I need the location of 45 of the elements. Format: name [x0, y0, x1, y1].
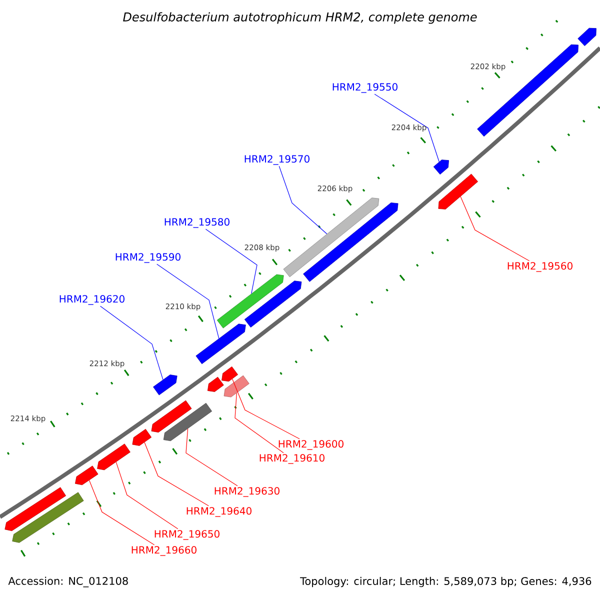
title: Desulfobacterium autotrophicum HRM2, complete genome [123, 12, 477, 24]
leader-line [232, 378, 300, 440]
gene-feature [224, 375, 250, 398]
gene-label: HRM2_19660 [132, 546, 196, 556]
gene-feature [222, 366, 238, 382]
gene-label: HRM2_19580 [164, 218, 230, 228]
leader-line [374, 94, 440, 162]
gene-feature [97, 444, 130, 470]
gene-feature [433, 160, 449, 175]
gene-label: HRM2_19640 [186, 507, 252, 517]
gene-feature [438, 174, 478, 210]
leader-line [156, 264, 220, 339]
gene-feature [153, 374, 178, 396]
gene-label: HRM2_19630 [214, 487, 280, 497]
leader-line [186, 428, 238, 486]
leader-line [100, 306, 164, 380]
footer-text: Topology: circular; Length: 5,589,073 bp; Genes: 4,936 [300, 576, 592, 588]
leader-line [460, 196, 530, 262]
leader-line [144, 442, 209, 506]
gene-feature [75, 466, 98, 486]
gene-label: HRM2_19610 [260, 454, 324, 464]
gene-feature [216, 274, 284, 328]
gene-label: HRM2_19590 [116, 253, 180, 263]
gene-feature [207, 376, 224, 392]
leader-line [278, 166, 328, 234]
leader-line [88, 480, 155, 546]
gene-feature [303, 202, 398, 282]
gene-feature [4, 487, 66, 532]
gene-label: HRM2_19570 [244, 155, 310, 165]
footer-text: Accession: NC_012108 [8, 576, 128, 588]
leader-line [116, 462, 178, 530]
gene-label: HRM2_19600 [278, 440, 344, 450]
gene-feature [578, 28, 596, 46]
gene-feature [151, 400, 192, 433]
gene-label: HRM2_19650 [154, 530, 220, 540]
gene-feature [196, 324, 246, 364]
gene-label: HRM2_19560 [508, 262, 572, 272]
gene-feature [163, 402, 212, 442]
gene-feature [244, 280, 302, 328]
gene-label: HRM2_19620 [60, 295, 124, 305]
gene-feature [283, 198, 380, 278]
gene-feature [132, 428, 152, 446]
gene-label: HRM2_19550 [332, 83, 398, 93]
leader-line [234, 392, 284, 454]
gene-feature [12, 492, 84, 543]
